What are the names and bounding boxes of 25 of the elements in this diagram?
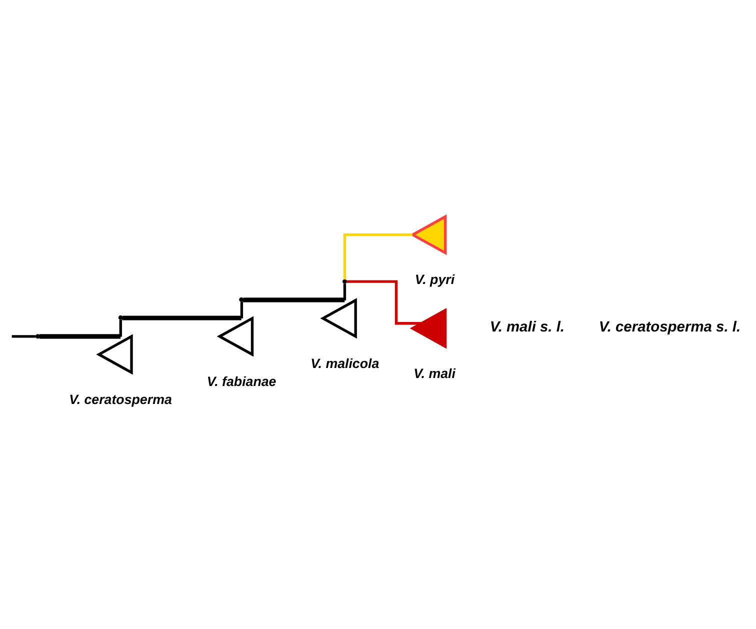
label: V. mali s. l. (490, 318, 565, 335)
node-triangle (410, 308, 447, 348)
connector (12, 334, 36, 338)
node-point (118, 314, 123, 320)
connector (242, 299, 345, 302)
connector (122, 317, 242, 320)
node-point (239, 296, 244, 302)
connector (343, 232, 412, 280)
node-point (342, 278, 347, 284)
node-triangle (216, 316, 254, 356)
connector (40, 336, 121, 338)
node-label: V. malicola (310, 355, 380, 370)
label: V. ceratosperma s. l. (598, 318, 741, 335)
node-label: V. fabianae (206, 373, 276, 388)
node-point (36, 334, 40, 338)
connector (346, 280, 422, 324)
node-label: V. ceratosperma (69, 391, 172, 406)
node-triangle (410, 214, 447, 255)
node-label: V. mali (414, 365, 456, 380)
node-label: V. pyri (414, 272, 455, 287)
node-triangle (320, 298, 357, 338)
connector (122, 301, 244, 318)
connector (243, 283, 346, 300)
connector (40, 319, 122, 336)
node-triangle (96, 334, 133, 374)
